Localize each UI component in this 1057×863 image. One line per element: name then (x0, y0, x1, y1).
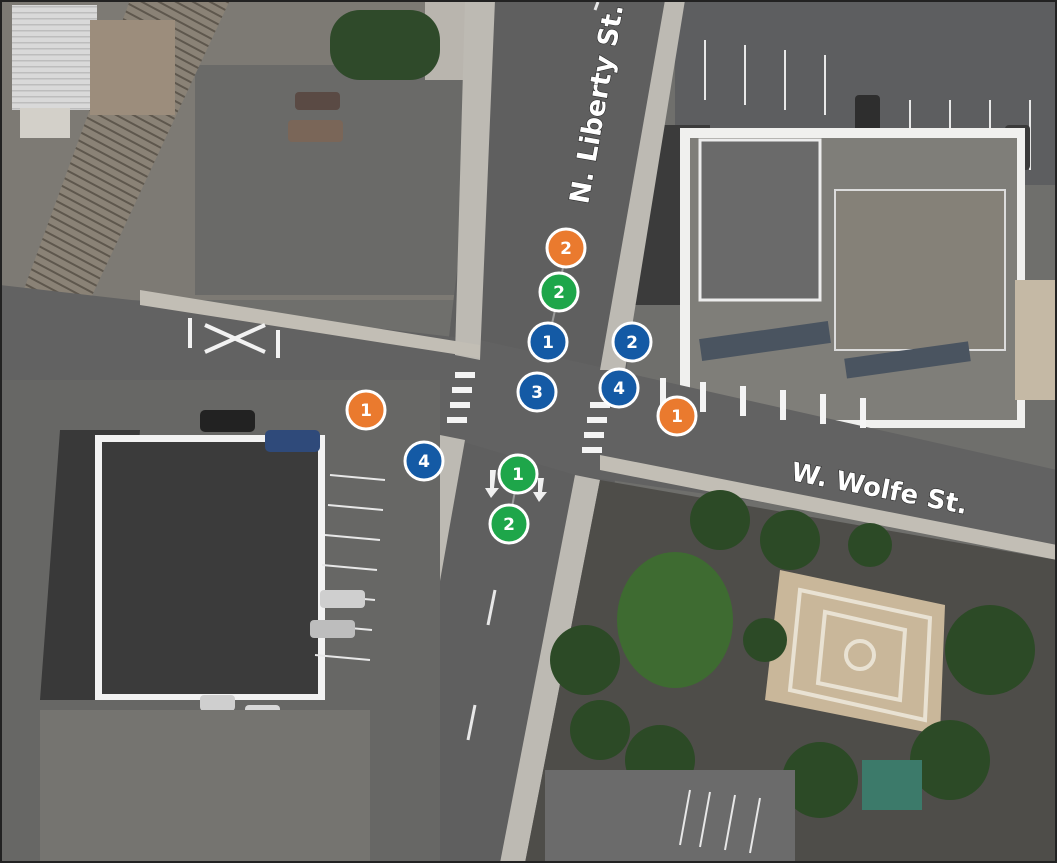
marker-circle (527, 321, 569, 363)
marker-circle (656, 395, 698, 437)
marker-label: 3 (531, 383, 543, 403)
building-northwest (90, 20, 175, 115)
crosswalk-east (582, 402, 610, 453)
sidewalk-wolfe-south-east (600, 455, 1057, 560)
pavilion-roof (862, 760, 922, 810)
garden-paths (787, 587, 933, 723)
marker-label: 1 (360, 401, 372, 421)
roof-section (698, 138, 822, 302)
marker-circle (538, 271, 580, 313)
marker-label: 2 (503, 515, 515, 535)
trees-north (330, 10, 440, 80)
park-lawn (617, 552, 733, 688)
marker-label: 1 (671, 407, 683, 427)
lane-markings (466, 1, 600, 741)
marker-green-1-south: 1 (497, 453, 539, 495)
sidewalk-south-east (500, 475, 600, 863)
building-southwest-roof (102, 442, 318, 694)
marker-layer: 2 2 1 2 3 4 1 1 4 1 2 (345, 227, 698, 545)
marker-blue-4-west: 4 (403, 440, 445, 482)
marker-circle (497, 453, 539, 495)
marker-blue-3-center: 3 (516, 371, 558, 413)
marker-label: 2 (560, 239, 572, 259)
parked-car (295, 92, 340, 110)
marker-circle (516, 371, 558, 413)
handicap-stripes (679, 789, 761, 854)
marker-label: 4 (418, 452, 430, 472)
marker-orange-1-west: 1 (345, 389, 387, 431)
roof-northwest (12, 5, 97, 110)
marker-label: 2 (626, 333, 638, 353)
marker-label: 1 (542, 333, 554, 353)
parked-car (288, 120, 343, 142)
marker-label: 4 (613, 379, 625, 399)
marker-green-2-north: 2 (538, 271, 580, 313)
marker-circle (598, 367, 640, 409)
marker-circle (545, 227, 587, 269)
railroad-track (20, 0, 230, 300)
sidewalk-north-west (455, 0, 495, 360)
sidewalk-north-east (600, 0, 685, 370)
roof-section (834, 189, 1006, 351)
solar-panels (844, 341, 971, 379)
marker-blue-4-east: 4 (598, 367, 640, 409)
south-lot (40, 710, 370, 863)
parked-car (200, 410, 255, 432)
small-roof (20, 108, 70, 138)
marker-blue-1-north: 1 (527, 321, 569, 363)
marker-label: 2 (553, 283, 565, 303)
parked-car (200, 695, 235, 711)
parked-car (265, 430, 320, 452)
parked-car (310, 620, 355, 638)
turn-arrows (485, 470, 547, 502)
marker-orange-2-north: 2 (545, 227, 587, 269)
crosswalk-east-wolfe (660, 378, 866, 428)
south-parking-lot (545, 770, 795, 863)
marker-circle (345, 389, 387, 431)
solar-panels (699, 321, 831, 361)
crosswalk-west (447, 372, 475, 423)
marker-blue-2-northeast: 2 (611, 321, 653, 363)
marker-circle (488, 503, 530, 545)
north-parking-lot (195, 65, 495, 295)
sidewalk-wolfe-north-west (140, 290, 480, 358)
marker-circle (403, 440, 445, 482)
marker-circle (611, 321, 653, 363)
park-wall (1015, 280, 1057, 400)
parked-car (320, 590, 365, 608)
marker-label: 1 (512, 465, 524, 485)
marker-green-2-south: 2 (488, 503, 530, 545)
marker-orange-1-east: 1 (656, 395, 698, 437)
no-parking-x-marking (188, 318, 280, 358)
